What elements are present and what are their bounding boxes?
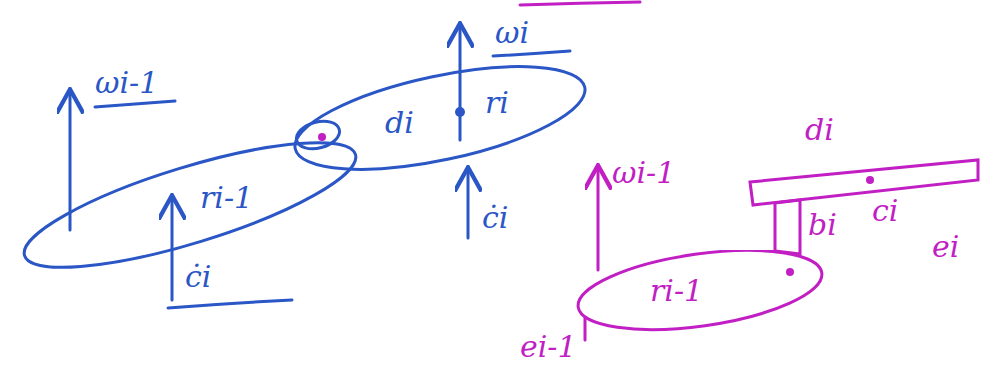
- link-outline-bar: [750, 160, 978, 205]
- link-parameter: ri-1: [650, 276, 703, 306]
- underline-stroke: [95, 101, 175, 107]
- underline-stroke: [493, 51, 570, 56]
- angular-velocity-label: ωi: [495, 18, 529, 48]
- velocity-label: ċi: [185, 262, 211, 292]
- centre-dot: [866, 176, 874, 184]
- angular-velocity-label: ωi-1: [612, 158, 675, 188]
- link-outline: [745, 110, 983, 210]
- velocity-label: ċi: [482, 203, 508, 233]
- centre-dot: [455, 107, 465, 117]
- link-outline-ellipse: [15, 140, 365, 270]
- link-outline: [15, 140, 365, 270]
- link-outline-ellipse: [290, 65, 590, 171]
- link-ellipse: ri-1: [15, 140, 365, 270]
- link-parameter: ri-1: [200, 183, 253, 213]
- velocity-arrow: [467, 170, 470, 238]
- point-label: ci: [872, 196, 898, 226]
- pivot-dot: [786, 268, 794, 276]
- joint-dot: [318, 133, 326, 141]
- axis-tick: [584, 318, 587, 340]
- link-bar: di: [745, 110, 983, 210]
- angular-velocity-label: ωi-1: [95, 68, 158, 98]
- link-offset-bar: [775, 200, 800, 254]
- link-outline: [290, 65, 590, 171]
- angular-velocity-arrow: [459, 26, 462, 140]
- underline-stroke: [520, 2, 640, 5]
- angular-velocity-arrow: [69, 92, 72, 230]
- underline-stroke: [168, 300, 292, 308]
- link-parameter: ri: [485, 88, 509, 118]
- offset-label: bi: [808, 210, 837, 240]
- axis-label: ei-1: [520, 332, 577, 362]
- link-ellipse: di ri: [290, 65, 590, 171]
- axis-label: ei: [932, 232, 959, 262]
- link-parameter: di: [385, 108, 414, 138]
- link-outline-ellipse: [573, 250, 827, 334]
- angular-velocity-arrow: [597, 168, 600, 270]
- link-parameter: di: [805, 115, 834, 145]
- link-ellipse: ri-1: [570, 250, 830, 334]
